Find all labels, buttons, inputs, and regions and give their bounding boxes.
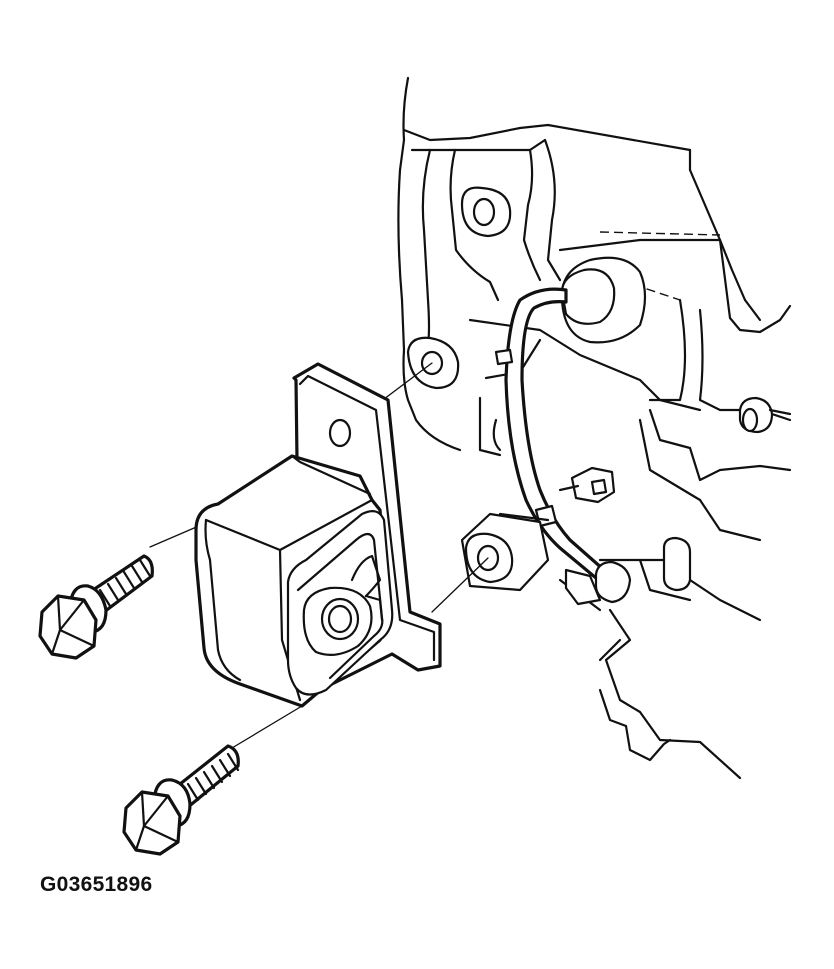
mount-bolt-lower bbox=[122, 744, 240, 856]
mount-bolt-upper bbox=[38, 554, 154, 660]
engine-mount-bracket bbox=[194, 362, 442, 708]
bolt-thread-upper bbox=[98, 558, 152, 608]
engine-block bbox=[397, 76, 792, 780]
transmission-mount-boss bbox=[460, 512, 550, 592]
wiring-harness bbox=[494, 287, 632, 606]
figure-id-label: G03651896 bbox=[40, 873, 153, 896]
bolt-thread-lower bbox=[186, 752, 240, 802]
